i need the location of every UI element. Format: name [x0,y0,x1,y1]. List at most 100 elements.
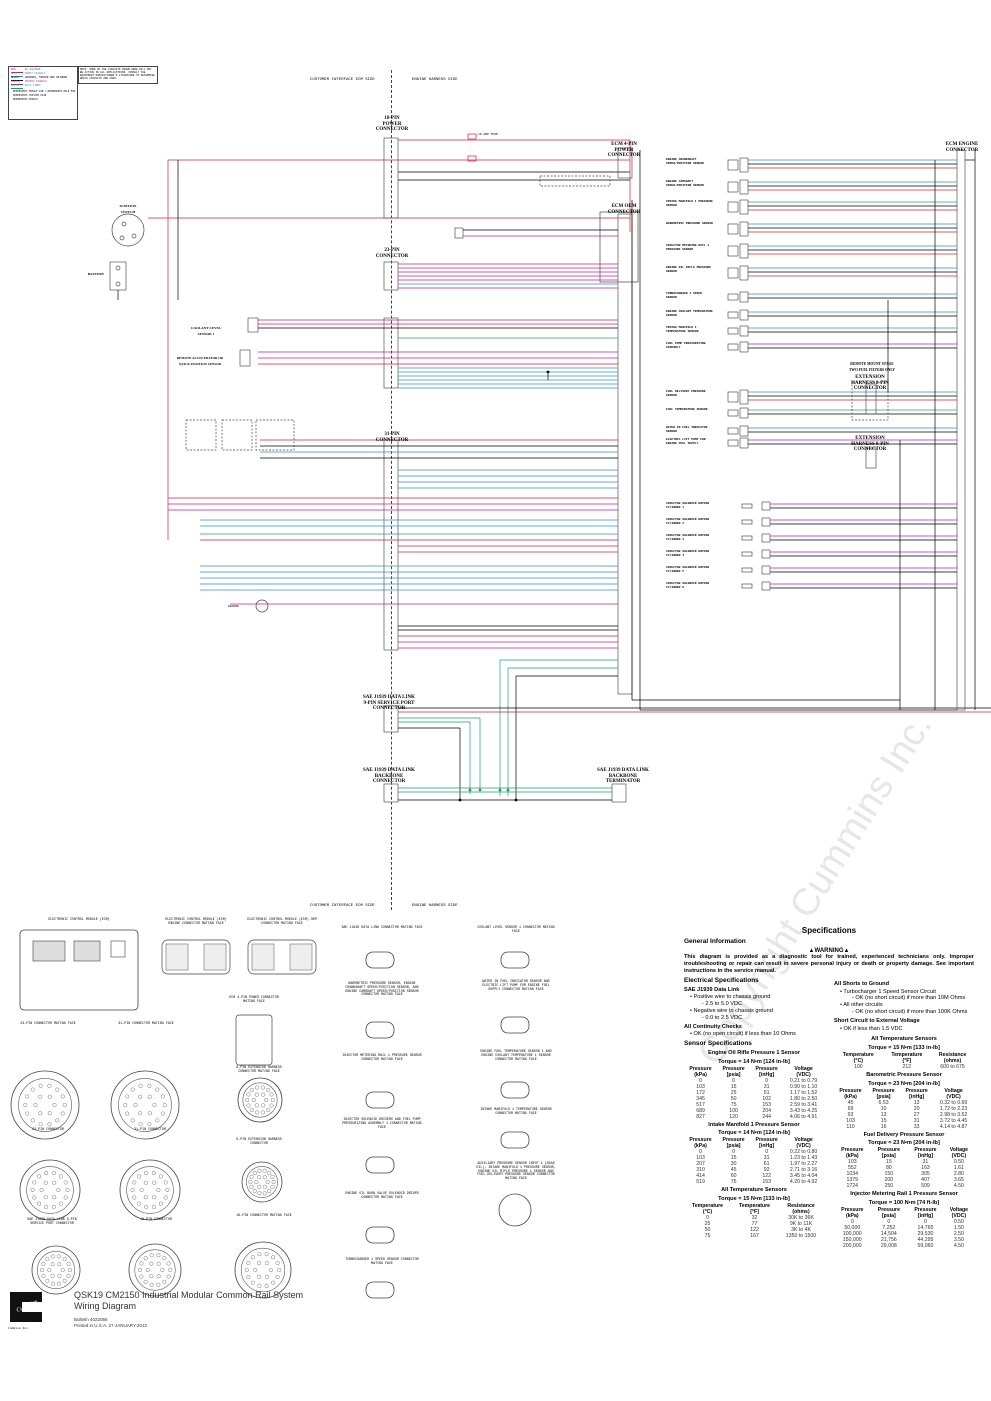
pin [57,1281,62,1286]
18-pin-mf-outer [234,1241,292,1299]
table-cell: 212 [902,1063,912,1070]
23-pin-mf-inner [18,1078,72,1132]
sensor-body [727,391,739,403]
pin [264,1097,269,1102]
table-cell: 0.32 to 0.69 [939,1099,968,1106]
table-cell: 150,000 [842,1236,862,1243]
pin [52,1195,57,1200]
remote-stage-frame [851,381,889,421]
pin [50,1262,55,1267]
pin [143,1279,148,1284]
legend-color-meaning: INPUT SIGNALS [25,72,46,75]
pin [254,1180,259,1185]
pin [162,1102,167,1107]
mating-face-label: 31-PIN CONNECTOR [134,1127,166,1131]
pin [269,1092,274,1097]
mating-face-label: 23-PIN CONNECTOR MATING FACE [20,1021,76,1025]
table-cell: 4.14 to 4.87 [939,1123,968,1130]
ext-harness-a-box [865,383,877,415]
table-unit: [psia] [726,1071,741,1078]
table-cell: 310 [696,1167,705,1174]
sensor-label: INTAKE MANIFOLD 1 PRESSURE SENSOR [666,200,713,207]
sensor-table-torque: Torque = 14 N•m [124 in-lb] [718,1058,790,1065]
pin [152,1102,157,1107]
table-cell: 1.50 [953,1224,964,1231]
sensor-connector [739,265,749,281]
pin [143,1195,148,1200]
sensor-body [727,201,739,213]
pin [166,1261,171,1266]
table-cell: 102 [762,1095,771,1102]
pin [63,1180,68,1185]
table-cell: 1379 [846,1177,859,1184]
pin [67,1268,72,1273]
pin [25,1094,30,1099]
oilburn-mf [365,1226,395,1244]
pin [138,1122,143,1127]
pin [147,1094,152,1099]
table-cell: 120 [729,1113,738,1120]
pin [155,1118,160,1123]
accelerator-label: REMOTE ACCELERATOR OR QUICK POSITION SEN… [176,356,224,366]
table-cell: 103 [696,1155,705,1162]
pin [149,1253,154,1258]
table-header: Voltage [794,1137,813,1144]
table-cell: 305 [921,1171,930,1178]
pin [47,1122,52,1127]
sensor-body [727,327,739,335]
ecm-4pin-face [235,1014,273,1066]
table-cell: 25 [730,1089,737,1096]
sensor-connector [739,179,749,195]
sensor-connector [739,425,749,437]
sensor-connector [739,291,749,303]
oil-burn-box [454,227,464,239]
coolant-mf [500,951,530,969]
table-header: Pressure [722,1137,745,1144]
j1939-terminator-title: SAE J1939 DATA LINK BACKBONE TERMINATOR [597,768,649,784]
table-cell: 3.45 to 4.04 [789,1173,818,1180]
pin [260,1110,265,1115]
sensor-label: TURBOCHARGER 1 SPEED SENSOR [666,292,703,299]
ecm-connector-face [161,939,231,975]
bulletin-number: Bulletin 4022056 [74,1317,108,1322]
printed-date: Printed in U.S.A. 27-JANUARY-2012 [74,1323,148,1328]
sensor-label: FUEL DELIVERY PRESSURE SENSOR [666,390,706,397]
pin [145,1268,150,1273]
table-cell: 9K to 11K [789,1220,813,1227]
mating-face-label: BAROMETRIC PRESSURE SENSOR, ENGINE CRANK… [345,981,419,997]
pin [50,1281,55,1286]
table-cell: 75 [730,1179,737,1186]
table-cell: 61 [763,1161,770,1168]
pin [251,1097,256,1102]
table-cell: 1.17 to 1.52 [789,1089,818,1096]
wif-mf [500,1016,530,1034]
sensor-table-title: Barometric Pressure Sensor [866,1071,942,1078]
warning-icon: ▲ [808,947,815,954]
pin [151,1171,156,1176]
table-cell: 31 [763,1155,770,1162]
pin [245,1097,250,1102]
sensor-connector [739,437,749,449]
table-cell: 172 [696,1089,705,1096]
legend-color-meaning: B+ VOLTAGE [25,68,41,71]
pin [271,1255,276,1260]
mating-face-label: COOLANT LEVEL SENSOR 1 CONNECTOR MATING … [477,925,555,933]
pin [23,1102,28,1107]
table-cell: 32 [751,1214,758,1221]
pin [66,1261,71,1266]
pin [138,1083,143,1088]
pin [250,1280,255,1285]
j1939-terminator-box [611,783,627,803]
table-cell: 1.97 to 2.27 [789,1161,818,1168]
legend-color-meaning: GROUNDS, SENSOR AND RETURNS [25,76,68,79]
